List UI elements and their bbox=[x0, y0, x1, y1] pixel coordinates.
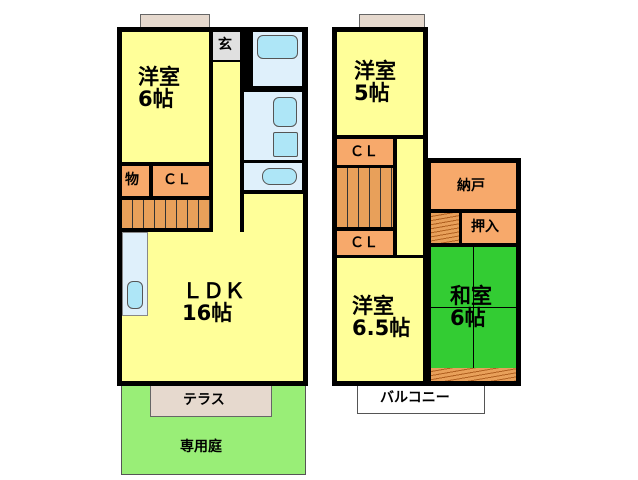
hallway bbox=[213, 62, 240, 232]
entrance-label: 玄 bbox=[218, 37, 232, 53]
room-label: 和室 6帖 bbox=[450, 284, 492, 331]
terrace bbox=[150, 385, 272, 417]
closet-label: ＣＬ bbox=[350, 144, 378, 160]
ldk-label: ＬＤＫ 16帖 bbox=[182, 279, 245, 326]
landing bbox=[431, 213, 459, 243]
storage-label: 物 bbox=[125, 172, 139, 188]
closet bbox=[153, 166, 209, 196]
garden-label: 専用庭 bbox=[180, 439, 222, 455]
closet bbox=[337, 139, 393, 165]
closet-label: ＣＬ bbox=[350, 235, 378, 251]
stairs bbox=[122, 200, 210, 228]
room-western-5 bbox=[337, 32, 423, 135]
hallway bbox=[397, 139, 423, 255]
toilet-icon bbox=[262, 168, 297, 185]
closet bbox=[337, 231, 393, 255]
balcony bbox=[357, 384, 485, 414]
stairs bbox=[337, 168, 393, 227]
terrace-label: テラス bbox=[183, 392, 225, 408]
washing-machine bbox=[273, 132, 298, 157]
room-label: 洋室 6.5帖 bbox=[352, 294, 411, 341]
room-western-6-5 bbox=[337, 258, 423, 381]
washbasin bbox=[273, 97, 297, 127]
room-label: 洋室 6帖 bbox=[138, 65, 180, 112]
oshiire-label: 押入 bbox=[471, 219, 499, 235]
tokonoma bbox=[431, 368, 516, 381]
bathtub bbox=[257, 35, 298, 59]
room-ldk-upper bbox=[244, 194, 303, 234]
closet-label: ＣＬ bbox=[163, 172, 191, 188]
storage bbox=[122, 166, 149, 196]
entrance bbox=[213, 32, 240, 60]
room-label: 洋室 5帖 bbox=[354, 59, 396, 106]
balcony-label: バルコニー bbox=[380, 390, 450, 406]
room-ldk bbox=[122, 232, 303, 381]
kitchen-counter bbox=[122, 232, 148, 316]
room-washitsu bbox=[431, 247, 516, 368]
storeroom-label: 納戸 bbox=[457, 178, 485, 194]
oshiire bbox=[462, 213, 516, 243]
sink bbox=[127, 281, 143, 309]
storeroom bbox=[431, 163, 516, 209]
room-western-6 bbox=[122, 32, 209, 162]
